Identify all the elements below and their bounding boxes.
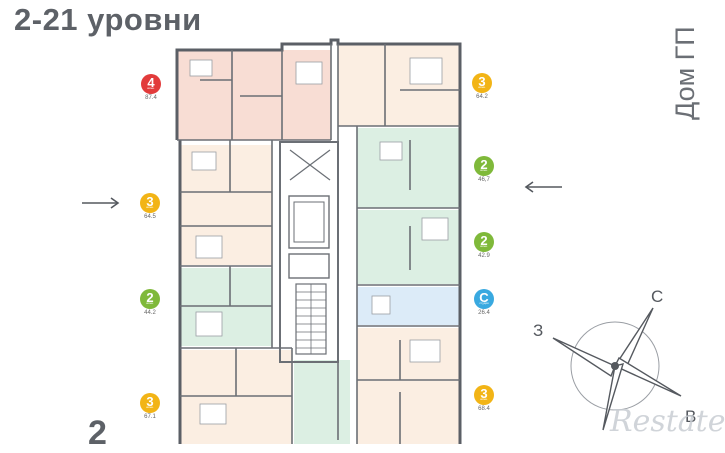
apartment-area: 42.9 [478, 253, 490, 259]
apartment-area: 64.5 [144, 214, 156, 220]
compass-icon: С З В [533, 287, 696, 431]
apartment-area: 87.4 [145, 95, 157, 101]
core-box [279, 141, 339, 363]
compass-west: З [533, 321, 543, 340]
apartment-area: 46,7 [478, 177, 490, 183]
arrow-left-icon [524, 181, 562, 193]
arrow-right-icon [82, 197, 120, 209]
elevator-shaft-1 [288, 195, 330, 249]
apartment-area: 44.2 [144, 310, 156, 316]
compass-east: В [685, 407, 696, 426]
apartment-area: 68.4 [478, 406, 490, 412]
page-title: 2-21 уровни [14, 2, 202, 37]
elevator-shaft-3 [288, 253, 330, 279]
outer-walls [175, 38, 462, 444]
furniture [189, 57, 449, 425]
apartment-2-room-right-upper-fill[interactable] [357, 128, 460, 208]
building-core [279, 141, 339, 363]
apartment-3-room-bottom-right-fill[interactable] [357, 328, 460, 444]
compass-north: С [651, 287, 663, 306]
watermark-logo: Restate [610, 404, 725, 439]
elevator-shaft-2 [293, 201, 325, 243]
apartment-3-room-top-right-fill[interactable] [338, 44, 460, 126]
apartment-area: 64.2 [476, 94, 488, 100]
apartment-area: 26.4 [478, 310, 490, 316]
corridor-bottom-fill [294, 360, 350, 444]
apartment-2-room-left-fill[interactable] [180, 268, 272, 346]
floor-number: 2 [88, 414, 107, 452]
apartment-area: 67.1 [144, 414, 156, 420]
